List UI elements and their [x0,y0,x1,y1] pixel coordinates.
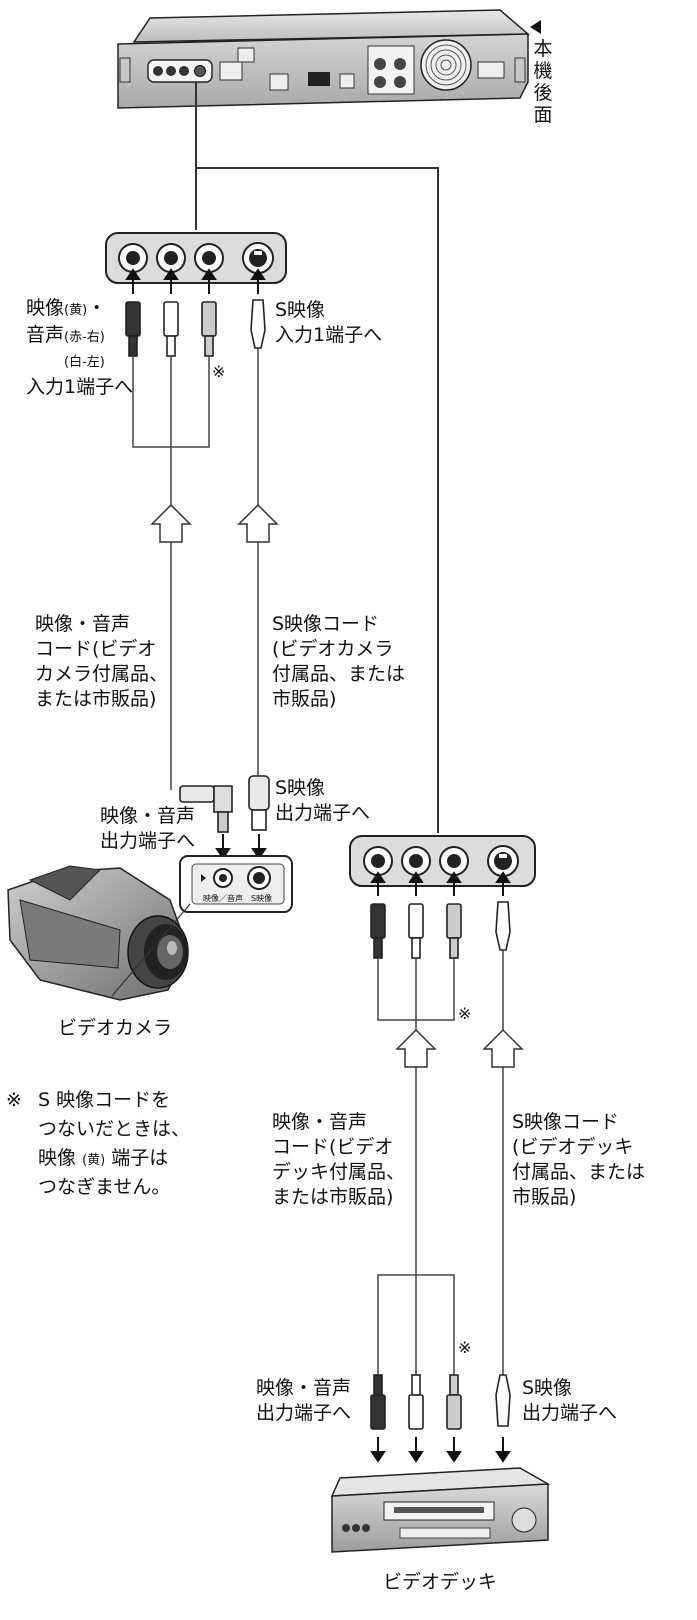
camera-av-out-label: 映像・音声 出力端子へ [100,804,195,854]
label-text: 入力1端子へ [26,376,134,398]
label-line: 出力端子へ [275,802,371,824]
label-line: または市販品) [272,1186,394,1208]
deck-s-cord-label: S映像コード (ビデオデッキ 付属品、または 市販品) [512,1110,645,1210]
note-mark: ※ [6,1089,22,1111]
note-line: つないだときは、 [38,1118,191,1140]
label-line: (ビデオデッキ [512,1136,634,1158]
camcorder-illustration [7,865,191,1001]
label-line: 市販品) [512,1186,577,1208]
camera-panel-s-label: S映像 [251,894,273,903]
label-line: コード(ビデオ [272,1136,394,1158]
label-line: 映像・音声 [272,1111,368,1133]
label-line: 付属品、または [272,663,406,685]
note-line: 端子は [111,1147,169,1169]
label-color-note: (白-左) [64,355,105,370]
label-line: S映像 [275,299,326,321]
signal-arrows-deck [395,1028,524,1068]
label-line: 出力端子へ [256,1402,352,1424]
s-video-note: ※ S 映像コードを つないだときは、 映像 (黄) 端子は つなぎません。 [6,1086,190,1198]
deck-note-mark: ※ [458,1004,472,1023]
label-line: 入力1端子へ [275,324,383,346]
deck-cords [377,950,504,1375]
label-color-note: (赤-右) [64,330,105,345]
label-text: 映像 [26,297,65,319]
recorder-cables [195,82,439,833]
camera-av-cord-label: 映像・音声 コード(ビデオ カメラ付属品、 または市販品) [35,612,168,712]
camera-s-cord-label: S映像コード (ビデオカメラ 付属品、または 市販品) [272,612,405,712]
label-line: (ビデオカメラ [272,638,394,660]
label-line: 付属品、または [512,1161,646,1183]
label-line: S映像 [275,777,326,799]
label-line: 出力端子へ [100,830,196,852]
label-line: S映像コード [512,1111,620,1133]
note-line: 映像 [38,1147,77,1169]
label-line: S映像 [522,1377,573,1399]
top-jack-panel [105,232,287,284]
deck-av-cord-label: 映像・音声 コード(ビデオ デッキ付属品、 または市販品) [272,1110,405,1210]
recorder-rear-label-char: 面 [533,104,553,126]
label-line: カメラ付属品、 [35,663,169,685]
top-cords [132,348,259,790]
deck-av-out-label: 映像・音声 出力端子へ [256,1376,351,1426]
label-line: 映像・音声 [35,613,131,635]
recorder-rear-label-char: 本 [533,38,553,60]
recorder-rear-illustration [117,9,541,109]
deck-jack-panel [349,835,536,887]
label-line: コード(ビデオ [35,638,157,660]
camera-insert-arrows [215,834,267,860]
label-color-note: (黄) [64,303,88,318]
label-line: 映像・音声 [256,1377,352,1399]
camera-s-out-label: S映像 出力端子へ [275,776,370,826]
note-line: つなぎません。 [38,1176,171,1198]
deck-panel-insert-arrows [370,871,511,896]
deck-panel-plugs [370,901,511,959]
top-rca-plugs [125,299,266,357]
deck-s-out-label: S映像 出力端子へ [522,1376,617,1426]
recorder-rear-label-char: 機 [533,60,553,82]
note-line: S 映像コードを [38,1089,171,1111]
signal-arrows-camera [150,503,279,543]
label-line: 市販品) [272,688,337,710]
recorder-rear-label: 本 機 後 面 [532,38,554,126]
deck-output-plugs [370,1374,511,1430]
note-color: (黄) [82,1153,106,1168]
camera-input-av-label: 映像(黄)・ 音声(赤-右) (白-左) 入力1端子へ [26,296,133,400]
label-line: 映像・音声 [100,805,196,827]
camera-input-s-label: S映像 入力1端子へ [275,298,382,348]
label-line: デッキ付属品、 [272,1161,406,1183]
label-tail: ・ [87,297,107,319]
camcorder-name: ビデオカメラ [58,1017,173,1039]
top-insert-arrows [125,268,266,294]
deck-output-arrows [370,1437,511,1463]
vcr-deck-illustration [330,1467,551,1553]
label-line: S映像コード [272,613,380,635]
camera-jack-panel [179,855,293,913]
note-mark: ※ [212,362,226,381]
camera-plugs [179,775,270,833]
label-text: 音声 [26,324,65,346]
label-line: または市販品) [35,688,157,710]
deck-note-mark-2: ※ [458,1338,472,1357]
camera-panel-av-label: 映像／音声 [203,894,243,903]
recorder-rear-label-char: 後 [533,82,553,104]
vcr-deck-name: ビデオデッキ [383,1571,498,1593]
label-line: 出力端子へ [522,1402,618,1424]
